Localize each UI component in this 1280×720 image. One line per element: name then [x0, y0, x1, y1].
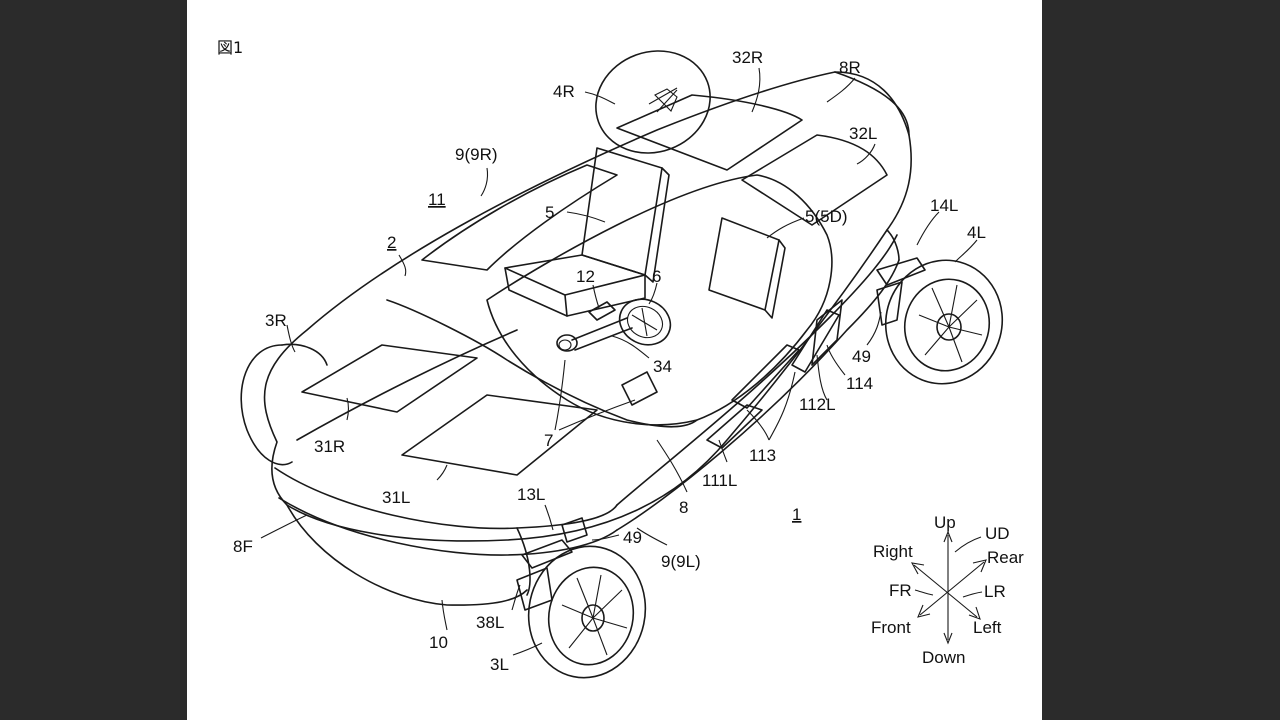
- label-31L: 31L: [382, 488, 410, 507]
- wheel-4L: [876, 257, 1004, 385]
- label-38L: 38L: [476, 613, 504, 632]
- direction-up: Up: [934, 513, 956, 532]
- label-5: 5: [545, 203, 554, 222]
- front-arrowhead: [917, 604, 931, 618]
- right-left-axis: [913, 564, 978, 618]
- vehicle-diagram: 図1 4R 32R 8R 9(9R) 32L 11 5 5(5D) 14L 4L…: [217, 38, 1024, 679]
- label-1: 1: [792, 505, 801, 524]
- label-9-9R: 9(9R): [455, 145, 498, 164]
- rear-arrowhead: [972, 559, 987, 573]
- label-8F: 8F: [233, 537, 253, 556]
- figure-label: 図1: [217, 38, 243, 57]
- wheel-3R: [240, 343, 328, 466]
- label-11: 11: [428, 190, 446, 209]
- vehicle-body: [263, 71, 912, 606]
- direction-down: Down: [922, 648, 965, 667]
- label-113: 113: [749, 446, 776, 465]
- up-arrowhead: [943, 530, 953, 543]
- leader-lines: [260, 67, 978, 656]
- wheel-3L: [516, 517, 647, 679]
- direction-lr: LR: [984, 582, 1006, 601]
- label-49-rear: 49: [852, 347, 871, 366]
- direction-right: Right: [873, 542, 913, 561]
- label-112L: 112L: [799, 395, 836, 414]
- wheel-4R: [595, 50, 711, 154]
- left-arrowhead: [968, 606, 981, 620]
- label-32R: 32R: [732, 48, 763, 67]
- patent-drawing-page: 図1 4R 32R 8R 9(9R) 32L 11 5 5(5D) 14L 4L…: [187, 0, 1042, 720]
- direction-fr: FR: [889, 581, 912, 600]
- label-13L: 13L: [517, 485, 545, 504]
- direction-front: Front: [871, 618, 911, 637]
- label-9-9L: 9(9L): [661, 552, 701, 571]
- direction-left: Left: [973, 618, 1002, 637]
- label-14L: 14L: [930, 196, 958, 215]
- label-5-5D: 5(5D): [805, 207, 848, 226]
- direction-rear: Rear: [987, 548, 1024, 567]
- direction-legend: Up UD Right Rear FR LR Front Left Down: [871, 513, 1024, 667]
- label-32L: 32L: [849, 124, 877, 143]
- label-4L: 4L: [967, 223, 986, 242]
- label-3R: 3R: [265, 311, 287, 330]
- label-34: 34: [653, 357, 672, 376]
- right-border: [1042, 0, 1280, 720]
- label-12: 12: [576, 267, 595, 286]
- direction-ud: UD: [985, 524, 1010, 543]
- label-114: 114: [846, 374, 873, 393]
- label-2: 2: [387, 233, 396, 252]
- label-49-front: 49: [623, 528, 642, 547]
- label-6: 6: [652, 267, 661, 286]
- label-8: 8: [679, 498, 688, 517]
- right-arrowhead: [910, 562, 925, 575]
- label-3L: 3L: [490, 655, 509, 674]
- label-111L: 111L: [702, 471, 737, 490]
- label-8R: 8R: [839, 58, 861, 77]
- left-border: [0, 0, 187, 720]
- label-7: 7: [544, 431, 553, 450]
- down-arrowhead: [943, 632, 953, 645]
- label-31R: 31R: [314, 437, 345, 456]
- front-rear-axis: [919, 561, 985, 616]
- label-4R: 4R: [553, 82, 575, 101]
- label-10: 10: [429, 633, 448, 652]
